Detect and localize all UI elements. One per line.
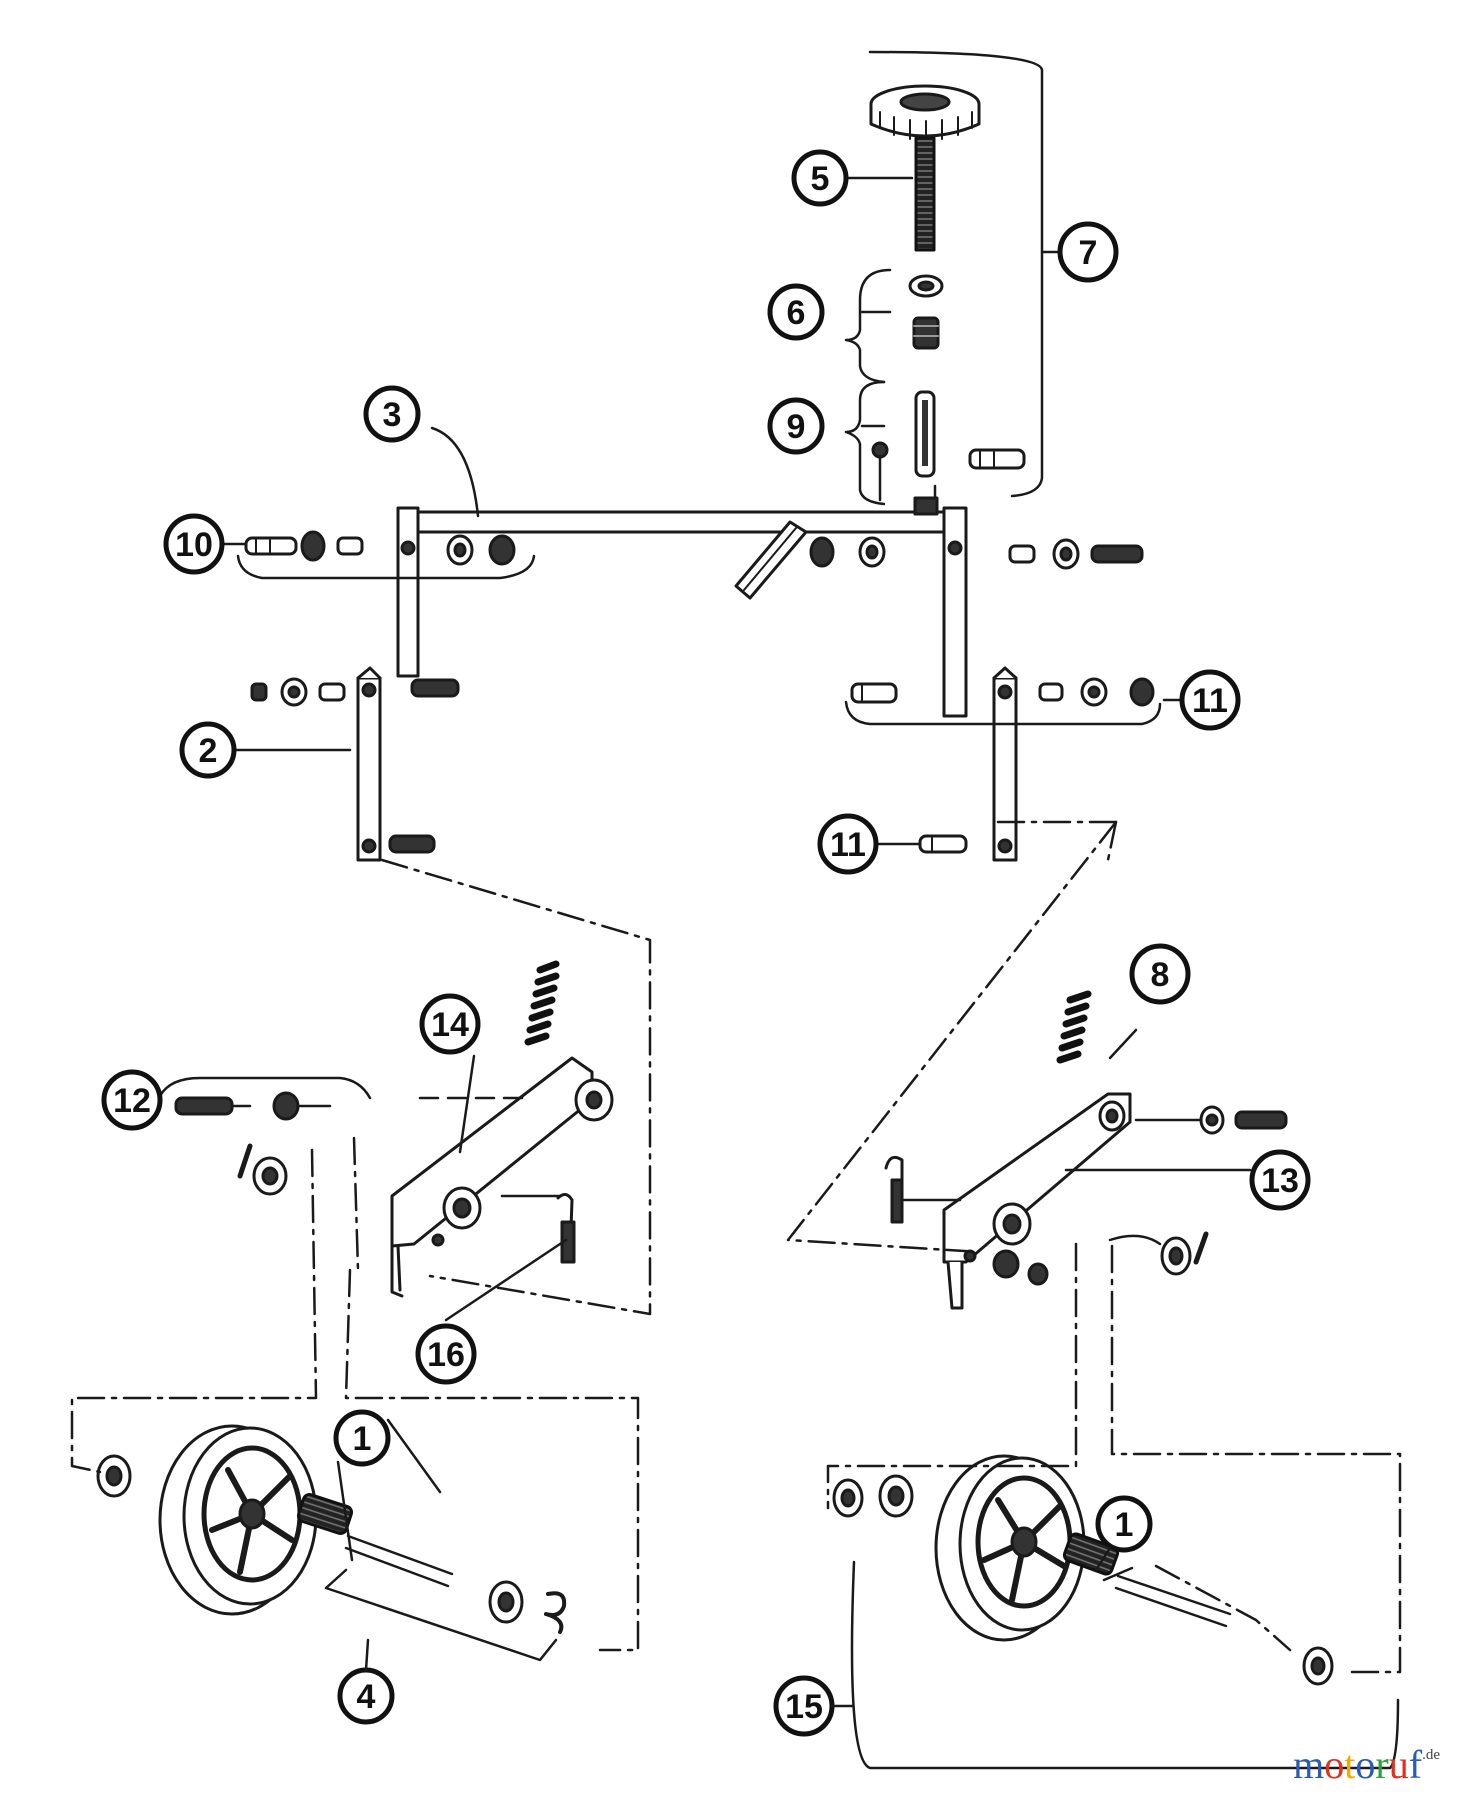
- callouts: 5 7 6 9 3 10 2 11 11 14 8 12 13 16 1 1 4…: [101, 149, 1311, 1737]
- logo-letter: u: [1388, 1742, 1409, 1787]
- watermark-logo: motoruf.de: [1293, 1741, 1440, 1788]
- washer-pin-left: [237, 1143, 288, 1196]
- left-wheel: [96, 1424, 567, 1634]
- nut-washer-6: [908, 274, 944, 350]
- svg-text:1: 1: [1115, 1506, 1134, 1544]
- svg-text:12: 12: [113, 1082, 151, 1120]
- hardware-mid: [809, 536, 1144, 570]
- bracket-7: [868, 50, 1044, 498]
- callout-11-upper: 11: [1179, 669, 1241, 731]
- phantom-lines: [70, 820, 1402, 1674]
- brace-6: [844, 268, 892, 384]
- clip-9: [871, 390, 936, 478]
- svg-text:15: 15: [785, 1688, 823, 1726]
- washer-pin-right: [1108, 1231, 1209, 1276]
- callout-8-right: 8: [1129, 943, 1191, 1005]
- svg-text:8: 8: [1151, 956, 1170, 994]
- right-pivot-bracket: [884, 990, 1288, 1310]
- svg-text:16: 16: [427, 1336, 465, 1374]
- svg-text:11: 11: [830, 826, 866, 864]
- arm-2: [250, 666, 460, 862]
- svg-text:1: 1: [353, 1420, 372, 1458]
- adjust-screw: [914, 136, 936, 252]
- callout-10: 10: [163, 513, 225, 575]
- cross-bar-3: [396, 496, 968, 718]
- callout-14: 14: [419, 993, 481, 1055]
- svg-text:2: 2: [199, 732, 218, 770]
- hardware-12: [158, 1076, 372, 1121]
- callout-9: 9: [767, 397, 825, 455]
- left-pivot-bracket: [390, 960, 614, 1298]
- logo-letter: r: [1375, 1742, 1389, 1787]
- svg-text:14: 14: [431, 1006, 469, 1044]
- brace-9: [844, 380, 886, 506]
- svg-text:13: 13: [1261, 1162, 1299, 1200]
- callout-15: 15: [773, 1675, 835, 1737]
- svg-text:5: 5: [811, 160, 830, 198]
- logo-letter: m: [1293, 1742, 1325, 1787]
- logo-letter: t: [1344, 1742, 1356, 1787]
- logo-letter: o: [1355, 1742, 1376, 1787]
- logo-tld: .de: [1422, 1747, 1440, 1763]
- svg-text:10: 10: [175, 526, 213, 564]
- leader-3: [430, 426, 480, 518]
- hardware-10: [236, 530, 536, 580]
- right-wheel: [832, 1454, 1334, 1686]
- callout-16: 16: [415, 1323, 477, 1385]
- callout-4: 4: [337, 1667, 395, 1725]
- height-adjust-knob: [869, 84, 981, 141]
- svg-text:9: 9: [787, 408, 806, 446]
- logo-letter: o: [1324, 1742, 1345, 1787]
- callout-3: 3: [363, 385, 421, 443]
- svg-text:3: 3: [383, 396, 402, 434]
- callout-6: 6: [767, 283, 825, 341]
- callout-13: 13: [1249, 1149, 1311, 1211]
- arm-11: [844, 666, 1162, 862]
- callout-1-left: 1: [333, 1409, 391, 1467]
- svg-text:4: 4: [357, 1678, 376, 1716]
- callout-5: 5: [791, 149, 849, 207]
- callout-11-lower: 11: [817, 813, 879, 875]
- svg-text:11: 11: [1192, 682, 1228, 720]
- callout-12: 12: [101, 1069, 163, 1131]
- top-bolt: [968, 448, 1026, 470]
- callout-1-right: 1: [1095, 1495, 1153, 1553]
- callout-7: 7: [1057, 221, 1119, 283]
- svg-text:7: 7: [1079, 234, 1098, 272]
- logo-letter: f: [1408, 1742, 1423, 1787]
- callout-2: 2: [179, 721, 237, 779]
- svg-text:6: 6: [787, 294, 806, 332]
